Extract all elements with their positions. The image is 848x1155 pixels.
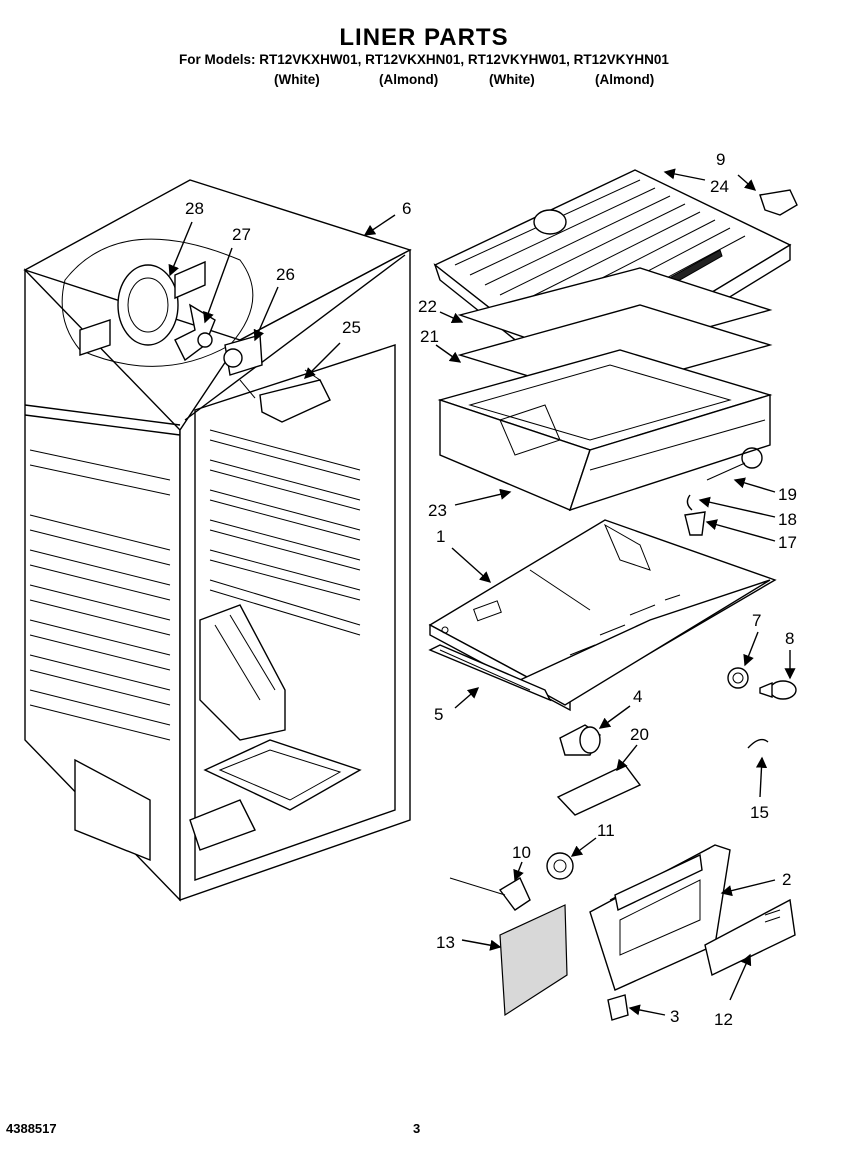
model-color-3: (White) [489,72,535,87]
leader-lines [168,168,796,1016]
page-number: 3 [413,1121,421,1136]
callout-4: 4 [633,687,642,706]
part-12-label [704,898,796,977]
callout-12: 12 [714,1010,733,1029]
callout-9: 9 [716,150,725,169]
callout-18: 18 [778,510,797,529]
control-housing [428,519,777,712]
callout-6: 6 [402,199,411,218]
callout-13: 13 [436,933,455,952]
callout-15: 15 [750,803,769,822]
callout-25: 25 [342,318,361,337]
callout-24: 24 [710,177,729,196]
part-15-spring [747,738,769,749]
part-10-thermostat [498,876,531,911]
part-19-ring [741,447,763,469]
callout-22: 22 [418,297,437,316]
callout-17: 17 [778,533,797,552]
callout-19: 19 [778,485,797,504]
callout-21: 21 [420,327,439,346]
callout-10: 10 [512,843,531,862]
part-7-socket [727,667,749,689]
part-2-cover [589,844,731,991]
cabinet-liner [23,179,412,902]
part-8-bulb [769,680,797,700]
callout-7: 7 [752,611,761,630]
model-color-4: (Almond) [595,72,655,87]
callout-11: 11 [597,821,615,840]
crisper-frame [437,349,773,512]
model-color-2: (Almond) [379,72,439,87]
callout-28: 28 [185,199,204,218]
part-3-clip [607,994,629,1021]
part-20-board [556,764,642,816]
callout-27: 27 [232,225,251,244]
callout-20: 20 [630,725,649,744]
part-9-clip [759,189,798,216]
callout-5: 5 [434,705,443,724]
model-color-1: (White) [274,72,320,87]
part-11-dial [546,852,574,880]
model-list: For Models: RT12VKXHW01, RT12VKXHN01, RT… [179,52,669,67]
part-13-filter [499,904,568,1017]
doc-number: 4388517 [6,1121,57,1136]
callout-2: 2 [782,870,791,889]
callout-3: 3 [670,1007,679,1026]
part-17-cup [684,511,706,536]
callout-8: 8 [785,629,794,648]
callout-23: 23 [428,501,447,520]
page-title: LINER PARTS [339,24,509,51]
callout-1: 1 [436,527,445,546]
callout-26: 26 [276,265,295,284]
callout-labels: 28 27 26 25 6 9 24 22 21 23 19 18 17 1 5… [185,150,797,1029]
